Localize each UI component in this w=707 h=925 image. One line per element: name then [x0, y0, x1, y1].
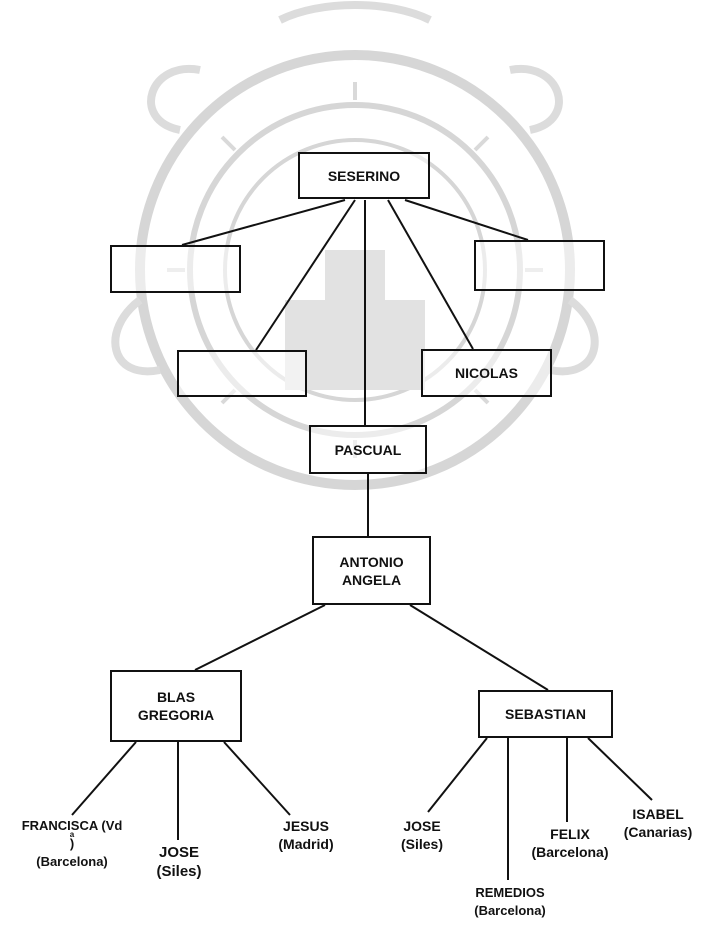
person-box-pascual: PASCUAL — [309, 425, 427, 474]
seal-watermark-icon — [111, 1, 599, 490]
person-box-nicolas: NICOLAS — [421, 349, 552, 397]
connector-line — [71, 741, 137, 816]
connector-line — [404, 199, 529, 241]
child-label-felix: FELIX (Barcelona) — [517, 825, 623, 861]
child-label-jose-siles-2: JOSE (Siles) — [384, 817, 460, 853]
person-name: NICOLAS — [455, 365, 518, 381]
child-place: (Barcelona) — [531, 844, 609, 860]
person-box-empty-left — [110, 245, 241, 293]
child-place: (Siles) — [156, 863, 202, 880]
child-place: (Madrid) — [278, 836, 334, 852]
connector-line — [194, 604, 326, 671]
child-name: JOSE — [158, 844, 200, 861]
person-name: SESERINO — [327, 167, 401, 184]
person-box-empty-center — [177, 350, 307, 397]
child-label-jose-siles-1: JOSE (Siles) — [140, 843, 218, 881]
child-place: (Canarias) — [623, 824, 693, 840]
child-label-jesus: JESUS (Madrid) — [262, 817, 350, 853]
connector-line — [427, 737, 488, 813]
connector-line — [255, 199, 356, 351]
person-name-line2: GREGORIA — [137, 707, 215, 723]
person-box-sebastian: SEBASTIAN — [478, 690, 613, 738]
person-name-line1: ANTONIO — [339, 553, 404, 570]
child-name: JOSE — [403, 818, 441, 834]
person-name-line2: ANGELA — [341, 571, 402, 588]
child-place: (Siles) — [400, 836, 443, 852]
child-name: REMEDIOS — [475, 885, 545, 900]
person-box-seserino: SESERINO — [298, 152, 430, 199]
person-name: PASCUAL — [334, 441, 402, 458]
child-name: FELIX — [550, 826, 590, 842]
child-place: (Barcelona) — [474, 903, 546, 918]
child-label-isabel: ISABEL (Canarias) — [613, 805, 703, 841]
child-place: (Barcelona) — [36, 854, 108, 869]
child-name: ISABEL — [632, 806, 684, 822]
connector-line — [409, 604, 549, 691]
child-name: JESUS — [283, 818, 329, 834]
person-box-empty-right — [474, 240, 605, 291]
person-box-blas-gregoria: BLAS GREGORIA — [110, 670, 242, 742]
connector-line — [587, 737, 653, 801]
child-label-remedios: REMEDIOS (Barcelona) — [456, 884, 564, 920]
person-box-antonio-angela: ANTONIO ANGELA — [312, 536, 431, 605]
connector-line — [181, 199, 346, 246]
connector-line — [223, 741, 291, 816]
connector-line — [387, 199, 474, 350]
person-name: SEBASTIAN — [505, 706, 586, 722]
person-name-line1: BLAS — [156, 689, 196, 705]
